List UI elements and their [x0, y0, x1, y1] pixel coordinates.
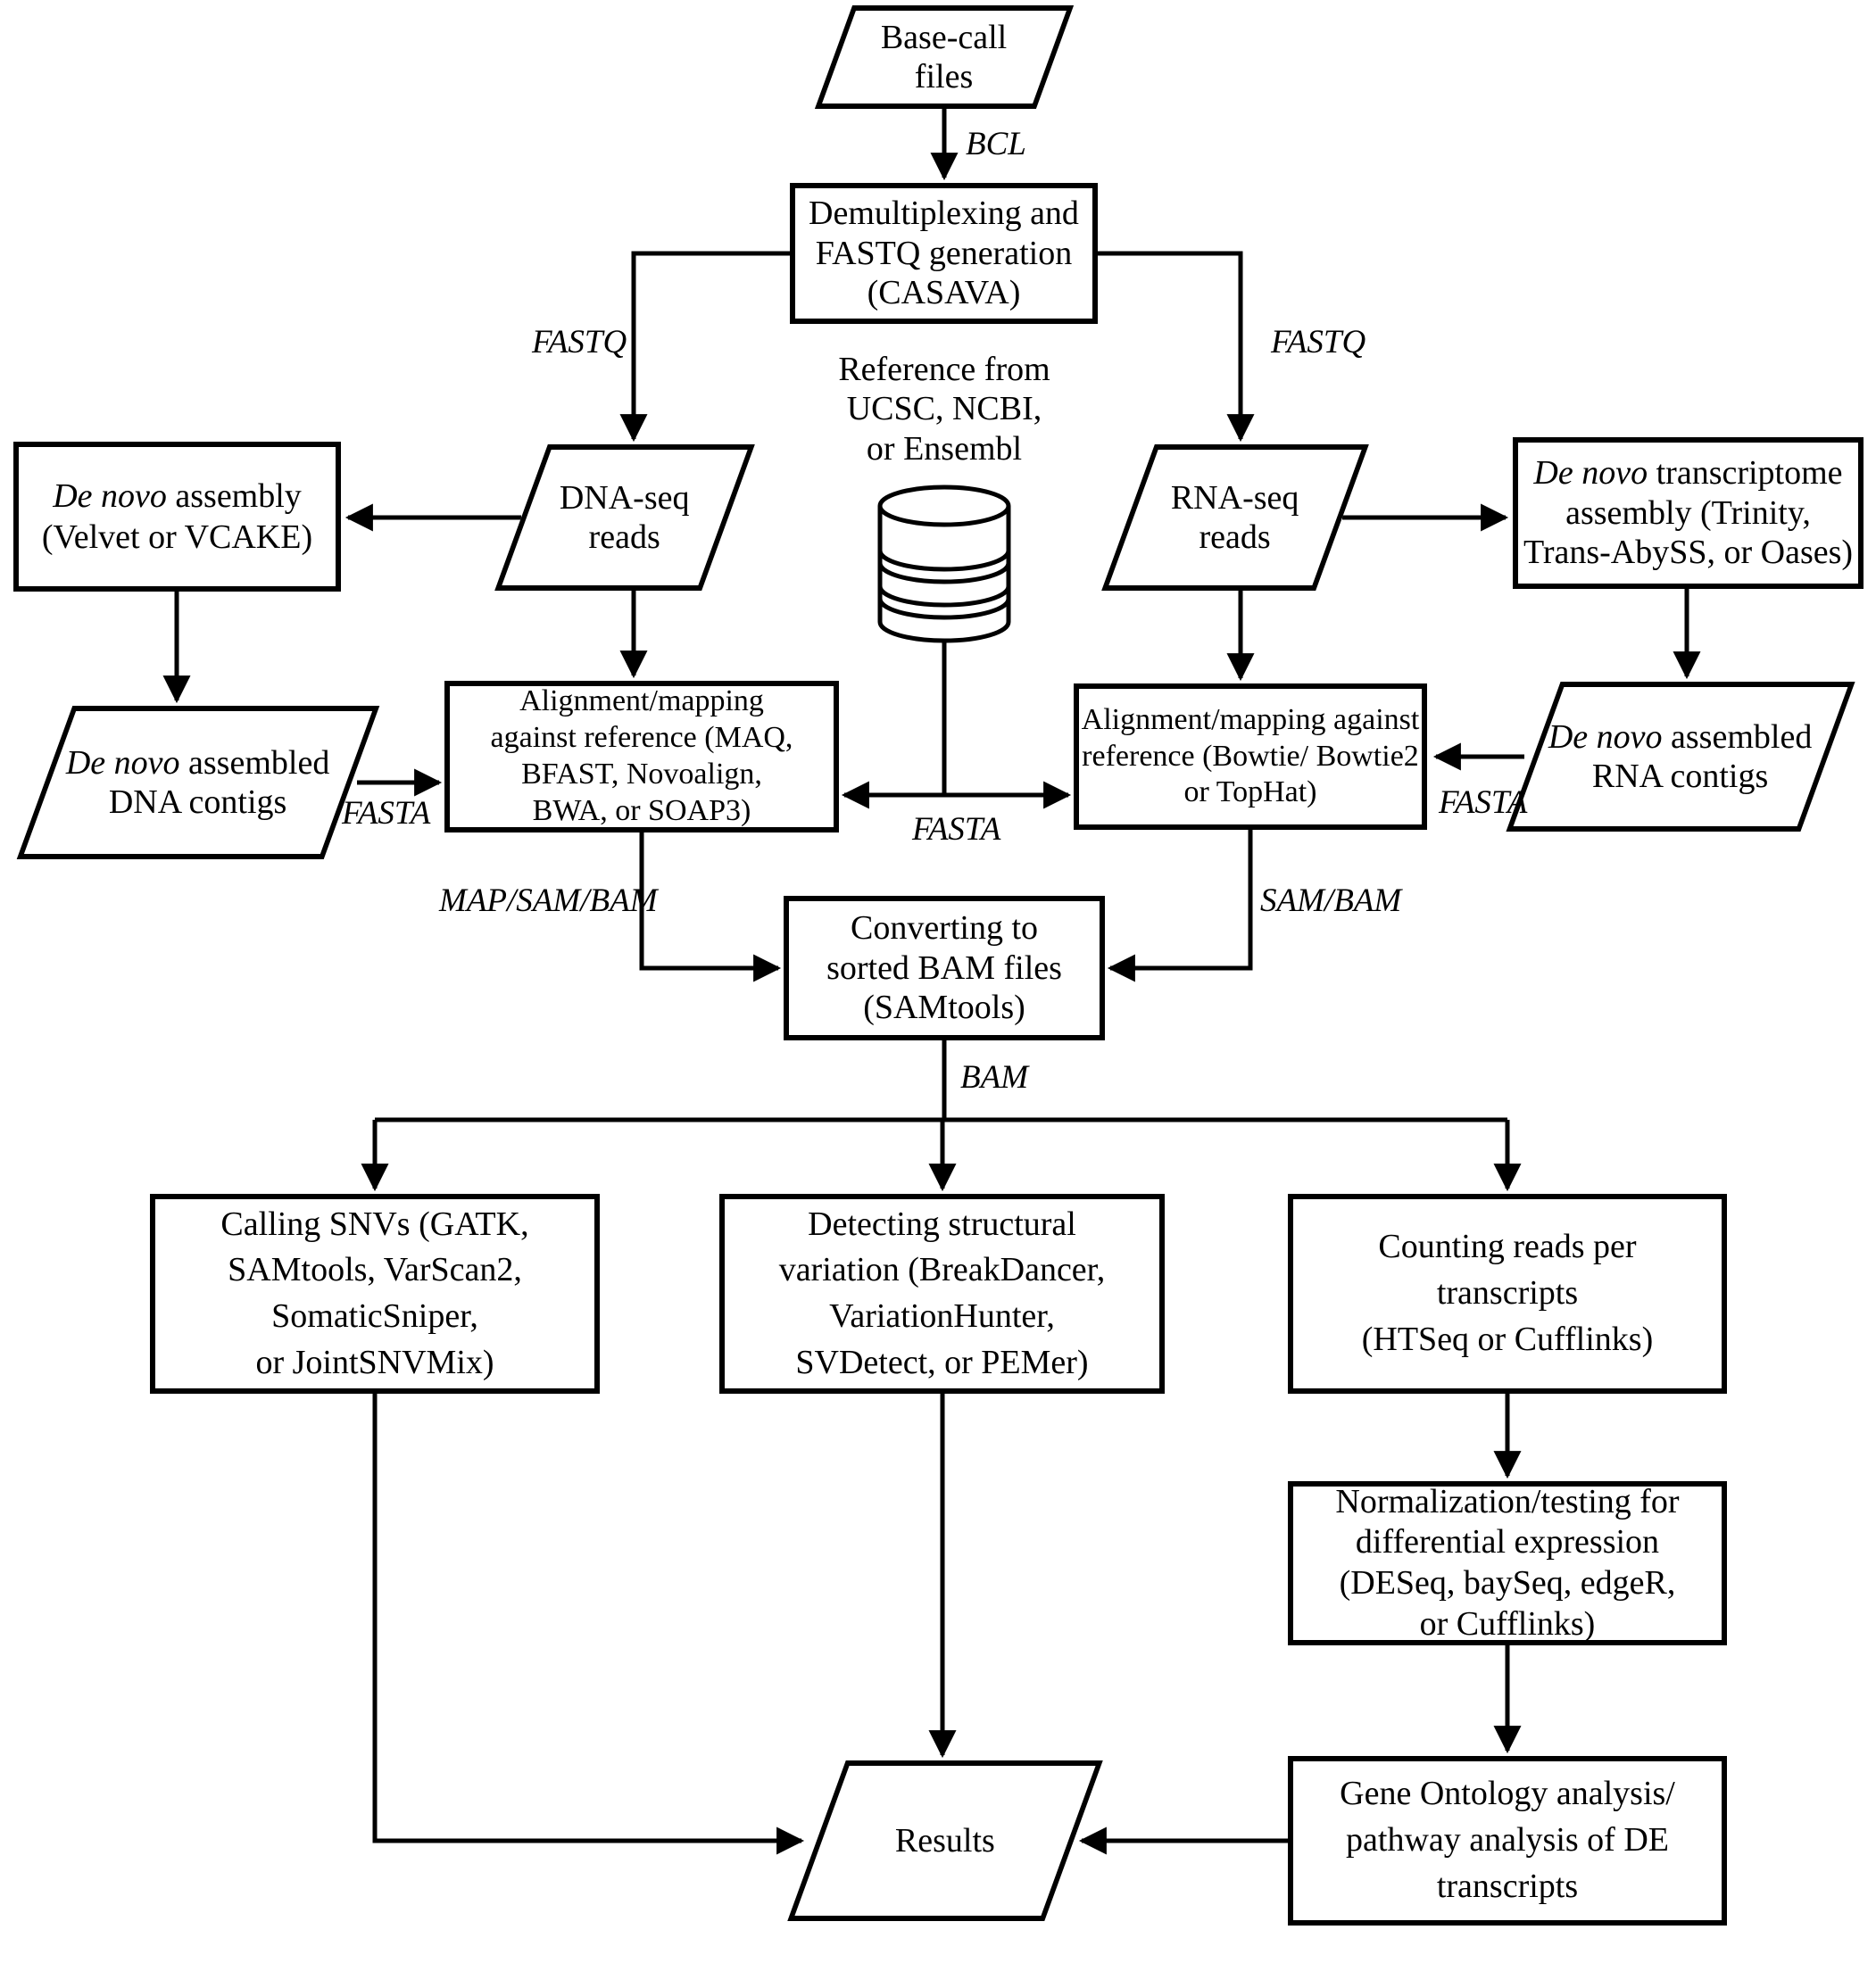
- database-icon: [877, 485, 1011, 643]
- node-alignment-dna: Alignment/mapping against reference (MAQ…: [444, 681, 839, 832]
- edge-label-fasta-right: FASTA: [1439, 784, 1528, 821]
- edge-label-fasta-center: FASTA: [912, 811, 1001, 848]
- node-detecting-structural-variation-label: Detecting structural variation (BreakDan…: [778, 1205, 1106, 1381]
- edge-align-rna-to-converting: [1107, 830, 1253, 982]
- edge-label-fasta-left: FASTA: [342, 795, 431, 832]
- reference-source-text: Reference from UCSC, NCBI, or Ensembl: [838, 351, 1050, 468]
- node-denovo-assembled-rna-contigs-label: De novo assembled RNA contigs: [1548, 717, 1813, 795]
- node-denovo-assembly-label: De novo assembly (Velvet or VCAKE): [41, 476, 313, 556]
- edge-demux-to-dnaseq: [619, 251, 790, 443]
- node-dna-seq-reads-label: DNA-seq reads: [560, 478, 690, 556]
- node-calling-snvs: Calling SNVs (GATK, SAMtools, VarScan2, …: [150, 1194, 600, 1394]
- node-alignment-rna-label: Alignment/mapping against reference (Bow…: [1081, 702, 1420, 809]
- node-denovo-transcriptome-assembly-label: De novo transcriptome assembly (Trinity,…: [1523, 454, 1854, 572]
- node-gene-ontology-label: Gene Ontology analysis/ pathway analysis…: [1340, 1775, 1675, 1905]
- edge-label-fastq-left: FASTQ: [532, 324, 627, 360]
- edge-demux-to-rnaseq: [1098, 251, 1255, 443]
- node-converting-sorted-bam-label: Converting to sorted BAM files (SAMtools…: [826, 909, 1062, 1027]
- edge-label-sam-bam: SAM/BAM: [1260, 882, 1402, 919]
- node-denovo-transcriptome-assembly: De novo transcriptome assembly (Trinity,…: [1513, 437, 1864, 589]
- edge-label-map-sam-bam: MAP/SAM/BAM: [439, 882, 658, 919]
- node-normalization-de: Normalization/testing for differential e…: [1288, 1481, 1727, 1645]
- edge-align-dna-to-converting: [639, 832, 782, 982]
- edge-label-bcl: BCL: [966, 126, 1026, 162]
- node-results-label: Results: [895, 1821, 995, 1859]
- edge-label-bam: BAM: [960, 1059, 1029, 1096]
- node-counting-reads-label: Counting reads per transcripts (HTSeq or…: [1361, 1228, 1654, 1358]
- node-converting-sorted-bam: Converting to sorted BAM files (SAMtools…: [784, 896, 1105, 1040]
- node-denovo-assembled-dna-contigs-label: De novo assembled DNA contigs: [66, 743, 330, 821]
- edge-label-fastq-right: FASTQ: [1271, 324, 1366, 360]
- node-calling-snvs-label: Calling SNVs (GATK, SAMtools, VarScan2, …: [220, 1205, 529, 1381]
- node-denovo-assembled-rna-contigs: De novo assembled RNA contigs: [1506, 682, 1855, 832]
- node-counting-reads: Counting reads per transcripts (HTSeq or…: [1288, 1194, 1727, 1394]
- node-alignment-dna-label: Alignment/mapping against reference (MAQ…: [490, 684, 793, 827]
- node-base-call-files-label: Base-call files: [881, 18, 1008, 95]
- node-detecting-structural-variation: Detecting structural variation (BreakDan…: [719, 1194, 1165, 1394]
- node-rna-seq-reads-label: RNA-seq reads: [1171, 478, 1299, 556]
- node-base-call-files: Base-call files: [814, 5, 1075, 109]
- node-normalization-de-label: Normalization/testing for differential e…: [1335, 1482, 1680, 1643]
- node-denovo-assembly: De novo assembly (Velvet or VCAKE): [13, 442, 341, 592]
- node-alignment-rna: Alignment/mapping against reference (Bow…: [1074, 683, 1427, 830]
- node-gene-ontology: Gene Ontology analysis/ pathway analysis…: [1288, 1756, 1727, 1926]
- node-demultiplexing: Demultiplexing and FASTQ generation (CAS…: [790, 183, 1098, 324]
- node-denovo-assembled-dna-contigs: De novo assembled DNA contigs: [16, 706, 380, 859]
- edge-calling-snvs-to-results: [372, 1394, 805, 1855]
- node-demultiplexing-label: Demultiplexing and FASTQ generation (CAS…: [809, 195, 1079, 312]
